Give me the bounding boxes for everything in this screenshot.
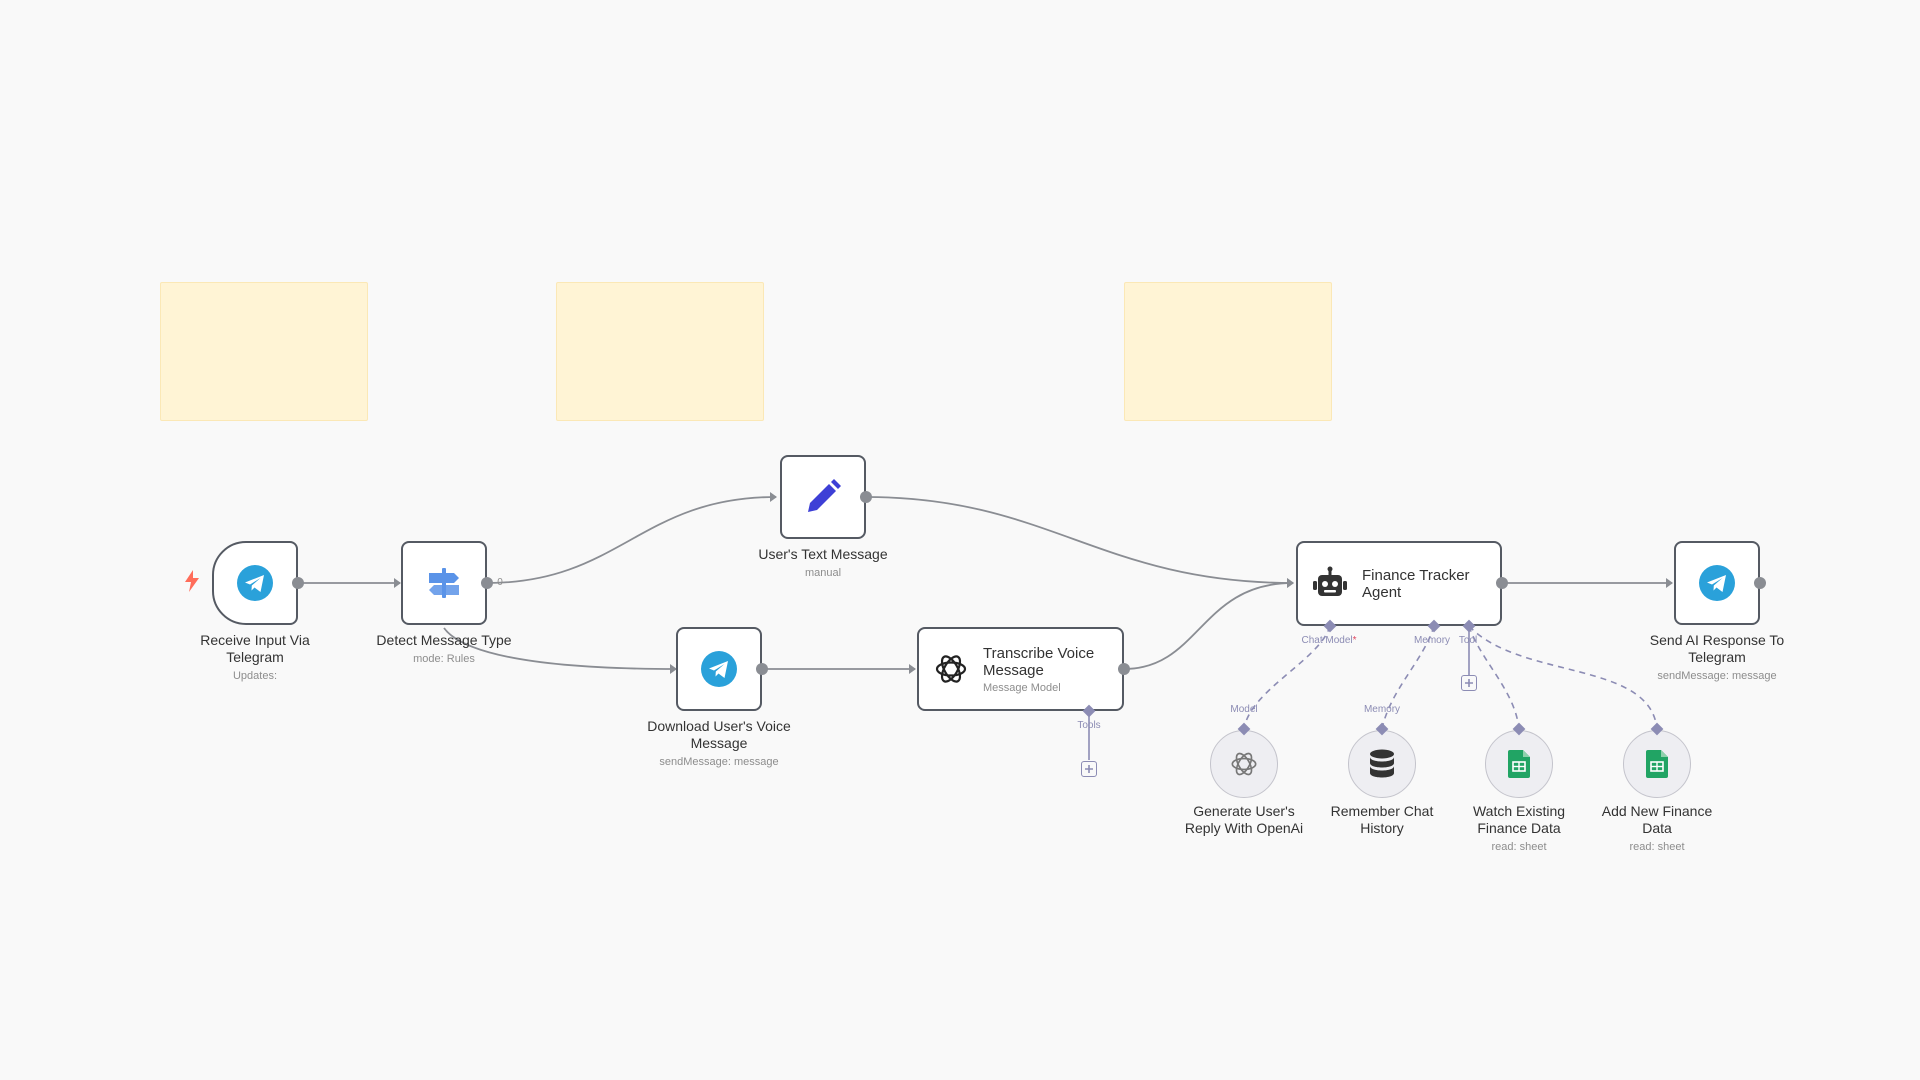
edge-model-to-agent: [1243, 625, 1331, 730]
add-tool-button[interactable]: [1461, 675, 1477, 691]
sticky-note-3[interactable]: [1124, 282, 1332, 421]
output-port-receive[interactable]: [292, 577, 304, 589]
node-subtitle-download-voice: sendMessage: message: [659, 756, 779, 768]
telegram-icon: [237, 565, 273, 601]
port-label-tool: Tool: [1458, 635, 1478, 646]
sticky-note-2[interactable]: [556, 282, 764, 421]
node-download-voice-message[interactable]: [676, 627, 762, 711]
edge-detect-to-download: [443, 627, 677, 674]
sheets-icon: [1646, 750, 1668, 778]
node-subtitle-add-finance: read: sheet: [1629, 841, 1685, 853]
node-watch-existing-finance-data[interactable]: [1485, 730, 1553, 798]
node-subtitle-detect-type: mode: Rules: [413, 653, 475, 665]
node-users-text-message[interactable]: [780, 455, 866, 539]
pencil-icon: [804, 478, 842, 516]
output-port-agent[interactable]: [1496, 577, 1508, 589]
output-port-detect[interactable]: [481, 577, 493, 589]
openai-icon: [933, 651, 969, 687]
node-subtitle-watch-finance: read: sheet: [1491, 841, 1547, 853]
port-label-model: Model: [1230, 704, 1258, 715]
node-detect-message-type[interactable]: [401, 541, 487, 625]
database-icon: [1368, 749, 1396, 779]
node-remember-chat-history[interactable]: [1348, 730, 1416, 798]
edge-memory-to-agent: [1381, 625, 1435, 730]
edge-transcribe-to-agent: [1123, 578, 1294, 670]
telegram-icon: [701, 651, 737, 687]
robot-icon: [1312, 566, 1348, 602]
plus-icon: [1084, 764, 1094, 774]
node-label-agent: Finance Tracker Agent: [1362, 566, 1470, 601]
port-label-tools: Tools: [1077, 720, 1101, 731]
output-port-download[interactable]: [756, 663, 768, 675]
edge-add-to-agent: [1468, 625, 1658, 730]
node-receive-input-telegram[interactable]: [212, 541, 298, 625]
port-label-memory: Memory: [1413, 635, 1451, 646]
openai-icon: [1229, 749, 1259, 779]
plus-icon: [1464, 678, 1474, 688]
edge-text-to-agent: [865, 496, 1294, 588]
node-add-new-finance-data[interactable]: [1623, 730, 1691, 798]
edge-detect-to-text: [486, 492, 777, 584]
node-label-text-message: User's Text Message: [758, 546, 888, 562]
output-port-send[interactable]: [1754, 577, 1766, 589]
add-tools-button[interactable]: [1081, 761, 1097, 777]
node-finance-tracker-agent[interactable]: Finance Tracker Agent: [1296, 541, 1502, 626]
node-label-transcribe: Transcribe Voice Message Message Model: [983, 644, 1095, 694]
node-subtitle-receive-input: Updates:: [232, 670, 278, 682]
trigger-bolt-icon: [184, 570, 200, 597]
node-subtitle-send-response: sendMessage: message: [1657, 670, 1777, 682]
output-port-transcribe[interactable]: [1118, 663, 1130, 675]
node-label-detect-type: Detect Message Type: [376, 632, 512, 648]
node-send-ai-response-telegram[interactable]: [1674, 541, 1760, 625]
sticky-note-1[interactable]: [160, 282, 368, 421]
node-transcribe-voice-message[interactable]: Transcribe Voice Message Message Model: [917, 627, 1124, 711]
port-label-chat-model: Chat Model*: [1301, 635, 1357, 646]
output-port-text-message[interactable]: [860, 491, 872, 503]
telegram-icon: [1699, 565, 1735, 601]
edge-watch-to-agent: [1468, 625, 1520, 730]
switch-icon: [426, 565, 462, 601]
node-generate-reply-openai[interactable]: [1210, 730, 1278, 798]
node-subtitle-text-message: manual: [804, 567, 842, 579]
output-label-zero: 0: [497, 577, 503, 588]
sheets-icon: [1508, 750, 1530, 778]
port-label-memory-sub: Memory: [1363, 704, 1401, 715]
